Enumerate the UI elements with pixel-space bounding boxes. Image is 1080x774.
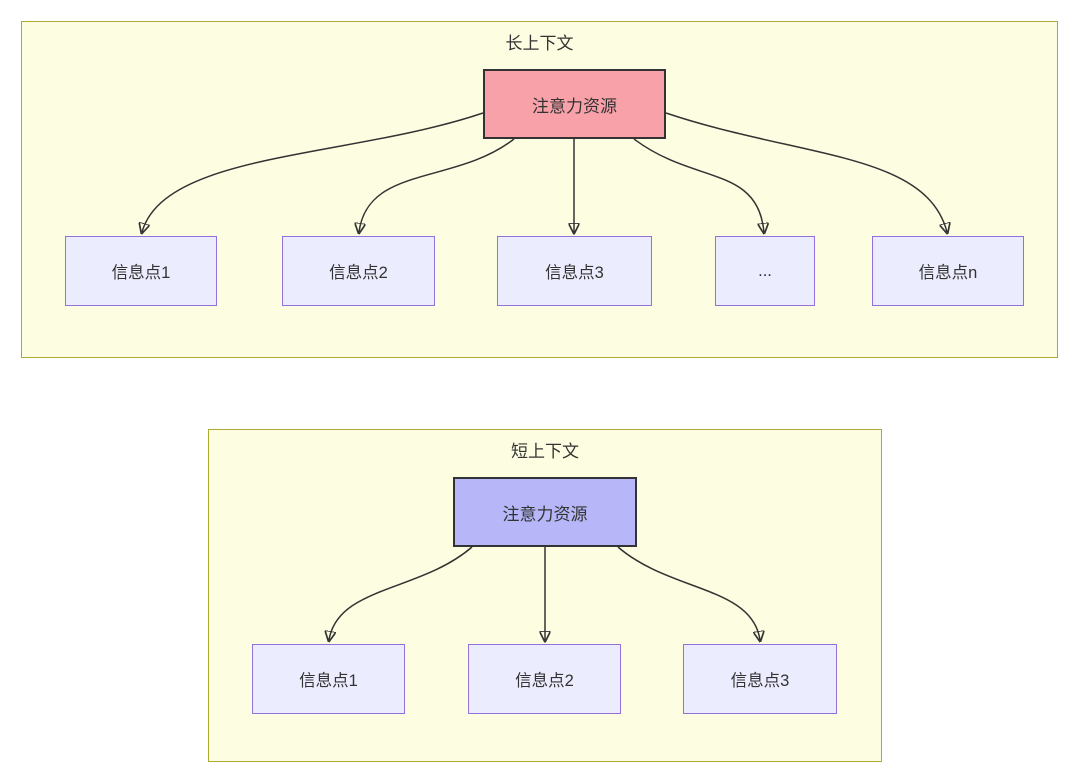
long-context-title: 长上下文: [505, 34, 574, 53]
info-point-node-long-3: 信息点3: [497, 236, 652, 306]
info-point-node-short-3: 信息点3: [683, 644, 837, 714]
attention-resources-node-short: 注意力资源: [453, 477, 637, 547]
info-point-node-short-2: 信息点2: [468, 644, 621, 714]
info-point-node-long-n: 信息点n: [872, 236, 1024, 306]
info-point-node-long-ellipsis: ...: [715, 236, 815, 306]
info-point-node-short-1: 信息点1: [252, 644, 405, 714]
attention-resources-node-long: 注意力资源: [483, 69, 666, 139]
info-point-node-long-2: 信息点2: [282, 236, 435, 306]
short-context-title: 短上下文: [511, 442, 579, 461]
info-point-node-long-1: 信息点1: [65, 236, 217, 306]
